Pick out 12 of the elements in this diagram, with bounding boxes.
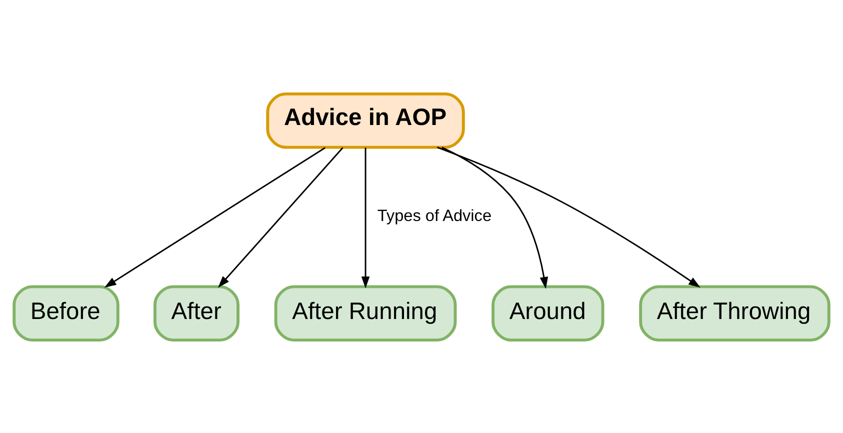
arrow	[442, 146, 548, 288]
edge-label: Types of Advice	[377, 206, 492, 225]
arrow	[218, 146, 344, 288]
node-box: Advice in AOP	[266, 92, 465, 148]
node-box: After Throwing	[639, 284, 830, 342]
node-box: After Running	[274, 284, 457, 342]
arrow	[437, 146, 700, 288]
node-box: Before	[12, 284, 120, 342]
arrow	[104, 146, 326, 288]
arrow	[361, 147, 370, 288]
node-box: Around	[492, 284, 604, 342]
node-box: After	[154, 284, 240, 342]
